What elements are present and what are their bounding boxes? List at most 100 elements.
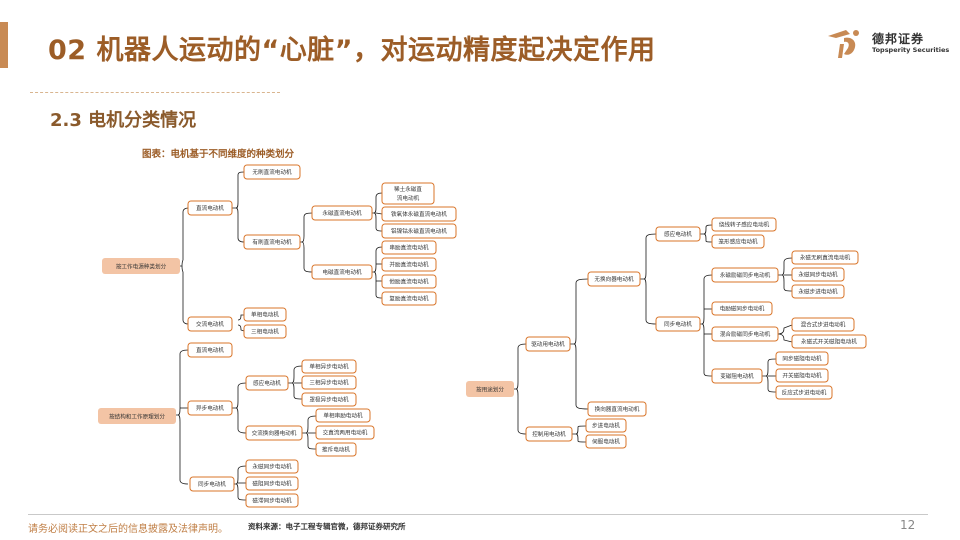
diagram-node-label: 三相异步电动机 [309,379,349,387]
diagram-node [381,206,457,222]
diagram-node-label: 永磁无刷直流电动机 [800,254,851,262]
diagram-node-label: 他励直流电动机 [389,278,429,286]
diagram-node-label: 永磁式开关磁阻电动机 [801,338,857,346]
page-number: 12 [900,518,916,532]
diagram-node-label: 永磁励磁同步电动机 [720,271,771,279]
diagram-node-label: 单相异步电动机 [309,363,349,371]
diagram-node [245,493,299,508]
diagram-node-label: 驱动用电动机 [531,340,565,348]
diagram-node-label: 并励直流电动机 [389,261,429,269]
diagram-node-label: 电励磁同步电动机 [720,305,765,313]
diagram-node [189,476,235,492]
diagram-node [587,401,647,417]
diagram-node-label: 直流电动机 [196,204,224,212]
diagram-node [245,425,303,441]
diagram-node-label: 单相电动机 [251,311,279,319]
page-title: 02 机器人运动的“心脏”，对运动精度起决定作用 [48,35,656,66]
diagram-node-label: 按工作电源种类划分 [116,263,167,271]
diagram-node [775,385,833,400]
diagram-node [243,234,301,250]
footer-source: 资料来源：电子工程专辑官微，德邦证券研究所 [248,522,406,531]
diagram-node-label: 交流换向器电动机 [252,429,297,437]
section-title: 2.3 电机分类情况 [50,110,197,131]
diagram-node [791,317,855,332]
diagram-node [711,301,773,316]
diagram-node-label: 无换向器电动机 [594,275,634,283]
diagram-node [655,226,701,242]
tree-application: 按用途划分 驱动用电动机 无换向器电动机 感应电动机 绕线转子感应电动机 笼形感… [466,217,867,449]
diagram-node [243,164,301,180]
diagram-node [187,400,233,416]
diagram-node [245,459,299,474]
diagram-node-label: 串励直流电动机 [389,244,429,252]
diagram-node-label: 罩极异步电动机 [309,396,349,404]
diagram-node-label: 单相串励电动机 [323,412,363,420]
diagram-node-label: 反应式步进电动机 [782,389,827,397]
diagram-node [301,375,357,390]
diagram-node-root [98,408,176,424]
diagram-node [245,375,289,391]
diagram-node [381,274,437,289]
diagram-node [711,217,777,232]
diagram-node-label: 推斥电动机 [322,446,350,454]
diagram-node-label: 感应电动机 [664,230,692,238]
diagram-node [791,267,845,282]
logo-text-cn: 德邦证券 [872,32,925,46]
figure-caption: 图表：电机基于不同维度的种类划分 [142,149,295,160]
topsperity-logo-icon [828,30,859,58]
diagram-node [381,223,457,239]
diagram-node [187,342,233,358]
diagram-node-label: 伺服电动机 [592,438,620,446]
diagram-node-label: 交直流两用电动机 [323,429,368,437]
diagram-node-label: 开关磁阻电动机 [782,372,822,380]
diagram-node [791,334,867,349]
footer-divider [28,514,928,515]
diagram-node-label: 绕线转子感应电动机 [719,221,770,229]
diagram-node [187,200,233,216]
tree-structure-principle: 按结构和工作原理划分 直流电动机 异步电动机 感应电动机 单相异步电动机 三相异… [98,342,375,508]
footer-disclaimer: 请务必阅读正文之后的信息披露及法律声明。 [28,524,228,535]
diagram-node-label: 混合励磁同步电动机 [720,330,771,338]
diagram-node [245,476,299,491]
diagram-node-label: 铝镍钴永磁直流电动机 [391,227,447,235]
diagram-node [655,316,701,332]
diagram-node-label: 同步电动机 [198,480,226,488]
diagram-node-label: 同步电动机 [664,320,692,328]
diagram-node [187,316,233,332]
tree-power-supply: 按工作电源种类划分 直流电动机 无刷直流电动机 有刷直流电动机 永磁直流电动机 … [102,164,457,339]
diagram-node [585,418,627,433]
diagram-node [791,250,859,265]
diagram-node-label: 有刷直流电动机 [252,238,292,246]
diagram-node [711,368,763,384]
title-accent-bar [0,22,8,68]
diagram-node-label: 换向器直流电动机 [595,405,640,413]
diagram-node-label: 控制用电动机 [532,430,566,438]
diagram-node-label: 笼形感应电动机 [718,238,758,246]
diagram-node [301,392,357,407]
diagram-node-label: 三相电动机 [251,328,279,336]
diagram-node-label: 直流电动机 [196,346,224,354]
diagram-node-label: 按结构和工作原理划分 [109,413,165,421]
diagram-node [315,408,371,423]
company-logo: 德邦证券 Topsperity Securities [826,24,956,60]
diagram-node [711,326,779,342]
diagram-node-label: 复励直流电动机 [389,295,429,303]
diagram-node [791,284,845,299]
diagram-node [381,182,435,205]
diagram-node [585,434,627,449]
diagram-node-label: 同步磁阻电动机 [782,355,822,363]
diagram-node [301,359,357,374]
diagram-node-label: 永磁同步电动机 [798,271,838,279]
diagram-node-label: 异步电动机 [196,404,224,412]
diagram-node-label: 电磁直流电动机 [322,268,362,276]
diagram-node-label: 磁阻同步电动机 [252,480,292,488]
diagram-node-label: 步进电动机 [592,422,620,430]
diagram-node [711,267,779,283]
diagram-node-label: 铁氧体永磁直流电动机 [391,210,447,218]
diagram-node [381,257,437,272]
diagram-node-label: 感应电动机 [253,379,281,387]
diagram-node [381,240,437,255]
title-divider [30,92,280,93]
diagram-node [711,234,765,249]
